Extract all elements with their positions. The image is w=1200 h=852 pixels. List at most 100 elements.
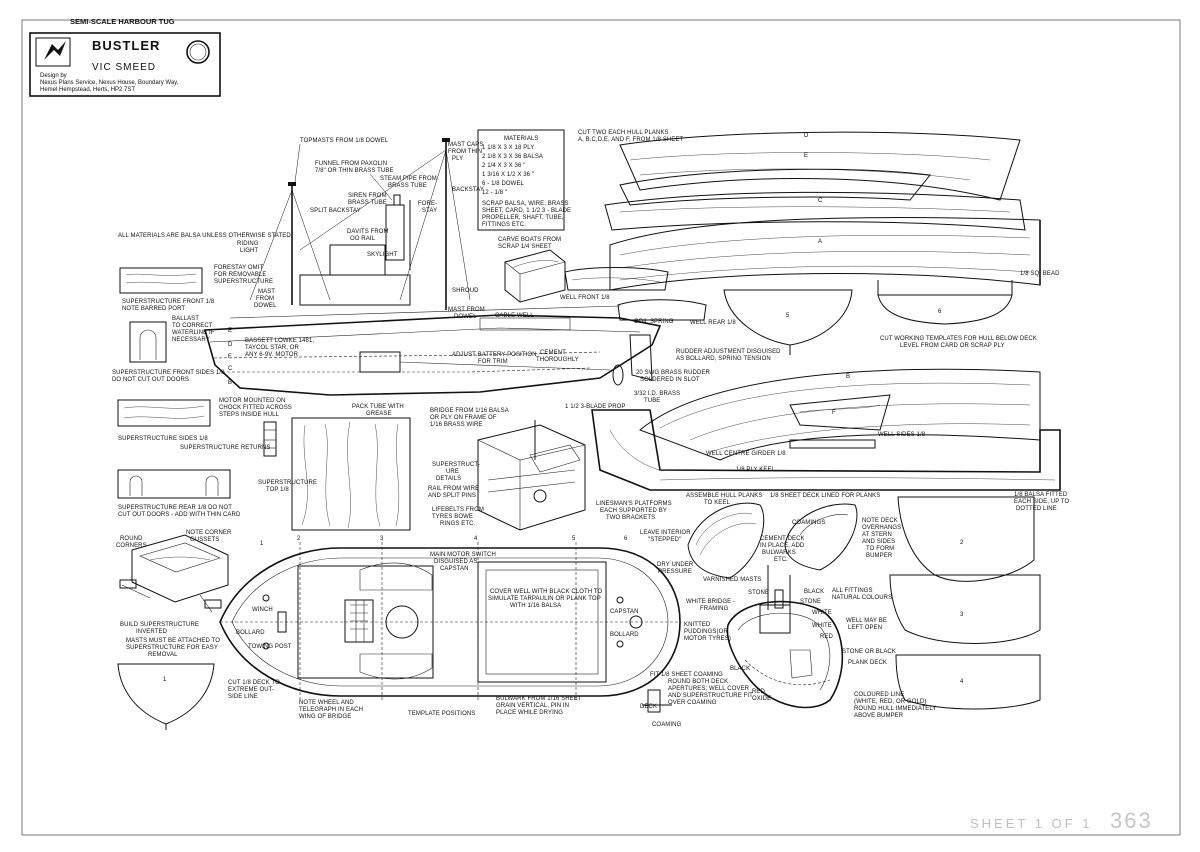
label-ss-front: SUPERSTRUCTURE FRONT 1/8 (122, 299, 215, 305)
label-note-wheel-2: TELEGRAPH IN EACH (299, 707, 363, 713)
label-ss-details-2: URE (446, 469, 459, 475)
label-cut-deck-2: EXTREME OUT- (228, 687, 274, 693)
label-mast-caps: MAST CAPS (448, 142, 483, 148)
label-carve-boats: CARVE BOATS FROM (498, 237, 561, 243)
label-coaming: COAMING (652, 722, 682, 728)
label-funnel: FUNNEL FROM PAXOLIN (315, 161, 387, 167)
plank-f-part (789, 394, 891, 431)
ply-keel (591, 409, 1061, 491)
address-line: Hemel Hempstead, Herts, HP2 7ST (40, 87, 135, 93)
label-brass-tube: 3/32 I.D. BRASS (634, 391, 680, 397)
label-fore-stay-2: STAY (422, 208, 437, 214)
label-rudder-adj-2: AS BOLLARD, SPRING TENSION (676, 356, 771, 362)
label-coloured-line: COLOURED LINE (854, 692, 904, 698)
winch-icon (277, 611, 287, 633)
label-black: BLACK (804, 589, 824, 595)
plank-d (619, 131, 1021, 201)
label-towing-post: TOWING POST (248, 644, 292, 650)
label-deck: DECK (640, 704, 657, 710)
label-riding-light: RIDING (237, 241, 259, 247)
plank-e (619, 168, 931, 206)
label-note-wheel: NOTE WHEEL AND (299, 700, 354, 706)
label-steam-pipe: STEAM PIPE FROM (380, 176, 437, 182)
label-brass-rudder: 20 SWG BRASS RUDDER (636, 370, 710, 376)
template-6 (877, 280, 1013, 325)
well-front-part (564, 267, 669, 291)
template-2 (897, 496, 1035, 582)
deck-template-marker: 3 (380, 536, 384, 542)
plank-b-part (639, 368, 1041, 461)
label-all-fittings-2: NATURAL COLOURS (832, 595, 892, 601)
label-coloured-line-2: (WHITE, RED, OR GOLD) (854, 699, 926, 705)
label-winch: WINCH (252, 607, 273, 613)
label-mast-caps-3: PLY (452, 156, 463, 162)
label-ss-rear-2: CUT OUT DOORS - ADD WITH THIN CARD (118, 512, 241, 518)
publisher-line: Nexus Plans Service, Nexus House, Bounda… (40, 80, 179, 86)
materials-line: SCRAP BALSA, WIRE, BRASS (482, 201, 569, 207)
label-steam-pipe-2: BRASS TUBE (388, 183, 427, 189)
label-mast-dowel-2: FROM (256, 296, 274, 302)
plank-letter-c: C (818, 198, 823, 204)
label-ballast: BALLAST (172, 316, 199, 322)
label-well-centre: WELL CENTRE GIRDER 1/8 (706, 451, 786, 457)
superstructure-front-part (119, 267, 203, 294)
label-ballast-3: WATERLINE IF (172, 330, 215, 336)
label-well-sides: WELL SIDES 1/8 (878, 432, 926, 438)
label-black-2: BLACK (730, 666, 750, 672)
label-masts-attached: MASTS MUST BE ATTACHED TO (126, 638, 220, 644)
materials-line: 1 1/8 X 3 X 18 PLY (482, 145, 534, 151)
label-pack-tube: PACK TUBE WITH (352, 404, 404, 410)
label-round-corners: ROUND (120, 536, 143, 542)
label-bollard-2: BOLLARD (610, 632, 639, 638)
label-capstan: CAPSTAN (610, 609, 639, 615)
label-siren-2: BRASS TUBE (348, 200, 387, 206)
label-rail-2: AND SPLIT PINS (428, 493, 476, 499)
label-cement-deck-4: ETC. (774, 557, 788, 563)
label-balsa-fitted: 1/8 BALSA FITTED (1014, 492, 1068, 498)
label-note-deck-4: AND SIDES (862, 539, 895, 545)
label-siren: SIREN FROM (348, 193, 387, 199)
label-fit-coaming-2: ROUND BOTH DECK (668, 679, 728, 685)
label-rail: RAIL FROM WIRE (428, 486, 479, 492)
label-stone-black: STONE OR BLACK (842, 649, 896, 655)
label-well-rear: WELL REAR 1/8 (690, 320, 736, 326)
side-elevation: E D F C B (203, 138, 662, 396)
template-number-3: 3 (960, 612, 964, 618)
label-ss-inverted: BUILD SUPERSTRUCTURE (120, 622, 199, 628)
sheet-indicator: SHEET 1 OF 1 (970, 816, 1092, 831)
label-bridge-from-3: 1/16 BRASS WIRE (430, 422, 483, 428)
label-red-oxide: RED (752, 689, 766, 695)
label-ss-front-sides: SUPERSTRUCTURE FRONT SIDES 1/8 (112, 370, 225, 376)
deck-assembly-view (784, 503, 858, 571)
hull-letter-c: C (228, 366, 233, 372)
label-note-deck-2: OVERHANGS (862, 525, 901, 531)
label-all-fittings: ALL FITTINGS (832, 588, 873, 594)
label-carve-boats-2: SCRAP 1/4 SHEET (498, 244, 552, 250)
label-davits-2: OO RAIL (350, 236, 376, 242)
label-cover-well-2: SIMULATE TARPAULIN OR PLANK TOP (488, 596, 601, 602)
label-bulwark-3: PLACE WHILE DRYING (496, 710, 563, 716)
label-mast-caps-2: FROM THIN (448, 149, 482, 155)
title-block (29, 32, 221, 97)
label-white-2: WHITE (812, 623, 832, 629)
finished-tug-view (726, 565, 844, 709)
label-motor-3: ANY 6-9V. MOTOR (245, 352, 299, 358)
template-number-2: 2 (960, 540, 964, 546)
label-cement-2: THOROUGHLY (536, 357, 579, 363)
category-label: SEMI-SCALE HARBOUR TUG (70, 17, 175, 26)
label-knitted-3: MOTOR TYRES) (684, 636, 731, 642)
label-main-switch: MAIN MOTOR SWITCH (430, 552, 496, 558)
plan-number: 363 (1110, 808, 1153, 833)
label-rudder-adj: RUDDER ADJUSTMENT DISGUISED (676, 349, 781, 355)
label-round-corners-2: CORNERS (116, 543, 147, 549)
label-dry-under: DRY UNDER (657, 562, 694, 568)
materials-line: 2 1/8 X 3 X 36 BALSA (482, 154, 543, 160)
plank-letter-f: F (832, 410, 836, 416)
hull-letter-f: F (228, 354, 232, 360)
materials-line: SHEET, CARD, 1 1/2 3 - BLADE (482, 208, 571, 214)
label-cut-planks: CUT TWO EACH HULL PLANKS (578, 130, 669, 136)
label-dry-under-2: PRESSURE (658, 569, 692, 575)
label-stone-2: STONE (800, 599, 821, 605)
label-coloured-line-4: ABOVE BUMPER (854, 713, 904, 719)
deck-template-marker: 5 (572, 536, 576, 542)
